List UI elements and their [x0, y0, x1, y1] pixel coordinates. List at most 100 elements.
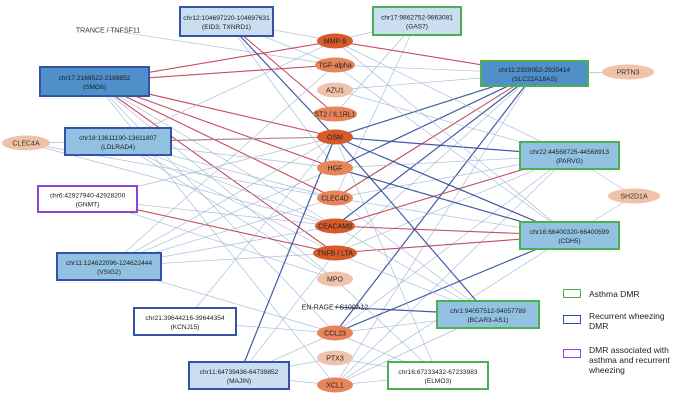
edge-kcnj15-osm: [184, 136, 336, 322]
edge-vsig2-hgf: [108, 167, 336, 267]
dmr-box-frame: [133, 307, 237, 336]
legend-label-recurrent: Recurrent wheezing DMR: [589, 311, 665, 331]
outer-label: CLEC4A: [12, 141, 40, 148]
dmr-box-frame: [39, 66, 150, 97]
outer-node-clec4a: CLEC4A: [2, 135, 50, 151]
protein-label: PTX3: [326, 356, 344, 363]
edge-ldlrad4-tnfb: [117, 141, 336, 254]
protein-ellipse: [317, 129, 353, 145]
protein-ellipse: [315, 57, 355, 73]
dmr-gene-label: (EID3; TXNRD1): [202, 24, 251, 31]
protein-label: OSM: [327, 135, 343, 142]
protein-ellipse: [317, 377, 353, 393]
dmr-coordinate-label: chr16:66400320-66400599: [530, 229, 610, 236]
edge-smg6-ccl23: [94, 81, 336, 334]
protein-label: ST2 / IL1RL1: [314, 112, 355, 119]
protein-ellipse: [317, 325, 353, 341]
dmr-gene-label: (KCNJ15): [171, 324, 200, 331]
dmr-box-frame: [179, 6, 274, 37]
dmr-box-frame: [436, 300, 540, 329]
legend-swatch-recurrent: [563, 315, 581, 324]
dmr-coordinate-label: chr11:124622096-124622444: [66, 260, 152, 267]
dmr-box-gas7: chr17:9862752-9863081(GAS7): [372, 6, 462, 36]
dmr-box-vsig2: chr11:124622096-124622444 (VSIG2): [56, 252, 162, 281]
dmr-coordinate-label: chr17:9862752-9863081: [381, 15, 453, 22]
outer-label: SH2D1A: [620, 194, 648, 201]
dmr-gene-label: (ELMO3): [425, 378, 452, 385]
dmr-box-majin: chr11:64739436-64739852(MAJIN): [188, 361, 290, 390]
dmr-box-frame: [519, 221, 620, 250]
dmr-box-slc22a18: chr11:2920052-2920414(SLC22A18AS): [480, 60, 589, 87]
protein-node-ccl23: CCL23: [317, 325, 353, 341]
protein-ellipse: [313, 245, 357, 261]
edge-slc22a18-hgf: [334, 72, 536, 169]
dmr-coordinate-label: chr12:104697220-104697631: [183, 15, 270, 22]
edge-elmo3-mpo: [334, 278, 439, 376]
dmr-box-elmo3: chr16:67233432-67233983(ELMO3): [387, 361, 489, 390]
dmr-box-frame: [64, 127, 172, 156]
legend-item-asthma: Asthma DMR: [563, 287, 685, 301]
dmr-box-bcar3: chr1:94057512-94057789 (BCAR3-AS1): [436, 300, 540, 329]
dmr-gene-label: (CDH5): [558, 238, 580, 245]
dmr-box-frame: [519, 141, 620, 170]
protein-ellipse: [317, 160, 353, 176]
edge-gas7-st2: [334, 20, 418, 115]
edge-vsig2-tgfa: [108, 64, 336, 267]
dmr-coordinate-label: chr18:13611190-13611807: [79, 135, 157, 142]
dmr-box-gnmt: chr6:42927940-42928200 (GNMT): [37, 185, 138, 213]
dmr-gene-label: (BCAR3-AS1): [467, 317, 508, 324]
dmr-box-frame: [56, 252, 162, 281]
dmr-box-frame: [387, 361, 489, 390]
protein-label: CCL23: [324, 331, 346, 338]
protein-label: CLEC4D: [321, 196, 349, 203]
protein-label: HGF: [328, 166, 343, 173]
protein-node-hgf: HGF: [317, 160, 353, 176]
dmr-gene-label: (SMG6): [83, 84, 106, 91]
protein-label: MMP-9: [324, 39, 347, 46]
protein-node-enrage: EN-RAGE / S100A12: [302, 305, 369, 312]
dmr-coordinate-label: chr21:39644216-39644354: [145, 315, 225, 322]
edge-slc22a18-xcl1: [334, 73, 535, 386]
outer-ellipse: [2, 135, 50, 151]
protein-node-ceacam8: CEACAM8: [315, 218, 355, 234]
protein-node-ptx3: PTX3: [317, 350, 353, 366]
edge-bcar3-osm: [334, 136, 489, 316]
legend-label-both: DMR associated with asthma and recurrent…: [589, 345, 670, 375]
protein-label: AZU1: [326, 88, 344, 95]
edge-slc22a18-ccl23: [334, 72, 536, 334]
outer-label: PRTN3: [617, 70, 640, 77]
dmr-box-frame: [188, 361, 290, 390]
protein-ellipse: [317, 190, 353, 206]
legend-swatch-asthma: [563, 289, 581, 298]
protein-ellipse: [317, 82, 353, 98]
dmr-box-cdh5: chr16:66400320-66400599 (CDH5): [519, 221, 620, 250]
dmr-coordinate-label: chr6:42927940-42928200: [50, 193, 126, 200]
dmr-coordinate-label: chr17:2169522-2169852: [59, 75, 131, 82]
edge-cdh5-mmp9: [334, 40, 570, 236]
dmr-coordinate-label: chr22:44568725-44568913: [530, 149, 610, 156]
dmr-gene-label: (SLC22A18AS): [512, 76, 557, 83]
edge-smg6-ceacam8: [94, 81, 336, 227]
protein-node-osm: OSM: [317, 129, 353, 145]
edge-parvg-xcl1: [334, 155, 570, 386]
edge-cdh5-ccl23: [334, 234, 571, 334]
dmr-gene-label: (VSIG2): [97, 269, 121, 276]
edge-eid3-hgf: [226, 21, 336, 169]
protein-label: EN-RAGE / S100A12: [302, 305, 369, 312]
protein-node-clec4d: CLEC4D: [317, 190, 353, 206]
protein-ellipse: [313, 106, 357, 122]
dmr-gene-label: (GNMT): [76, 202, 100, 209]
protein-label: TGF-alpha: [318, 63, 352, 70]
outer-ellipse: [602, 64, 654, 80]
dmr-coordinate-label: chr1:94057512-94057789: [450, 308, 526, 315]
dmr-gene-label: (PARVG): [556, 158, 583, 165]
edge-bcar3-ceacam8: [334, 225, 489, 315]
protein-node-mpo: MPO: [317, 271, 353, 287]
protein-node-mmp9: MMP-9: [317, 33, 353, 49]
edge-clec4a-ceacam8: [25, 142, 336, 227]
legend-swatch-both: [563, 349, 581, 358]
edge-majin-osm: [238, 136, 336, 377]
outer-node-trance: TRANCE / TNFSF11: [76, 28, 140, 35]
